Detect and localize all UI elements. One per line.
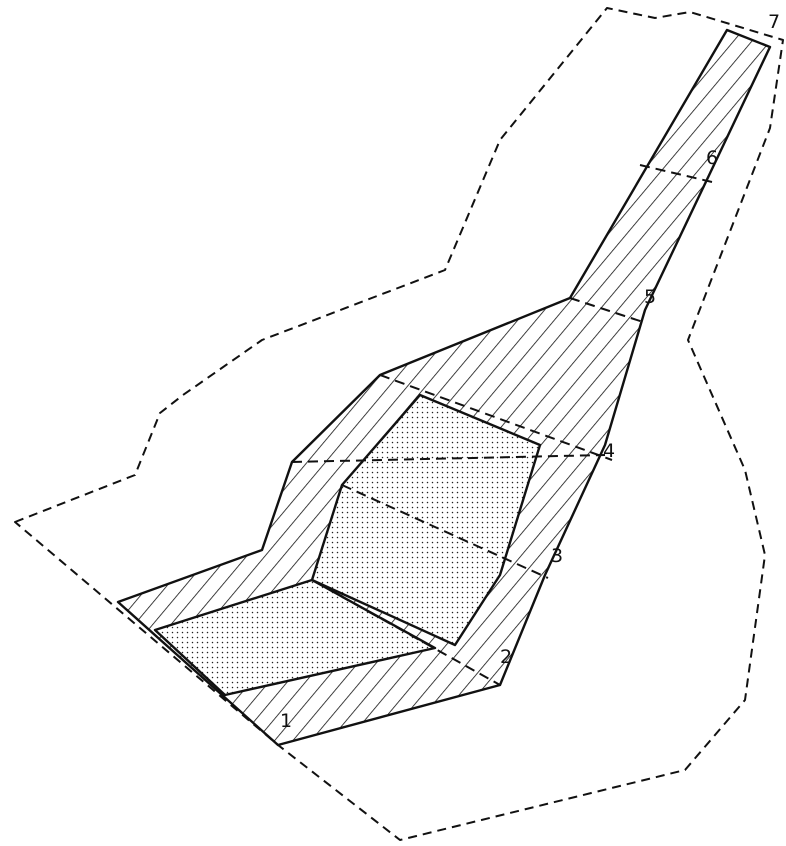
section-line-3: [341, 484, 549, 579]
dotted-zone-lower: [153, 578, 437, 697]
section-label-1: 1: [280, 710, 292, 732]
section-line-5: [569, 297, 644, 323]
section-label-4: 4: [603, 440, 615, 462]
section-label-5: 5: [644, 286, 656, 308]
section-label-2: 2: [500, 646, 512, 668]
section-label-6: 6: [706, 147, 718, 169]
section-line-2: [311, 579, 501, 686]
section-line-6: [639, 164, 713, 183]
outer-boundary-dashed: [14, 7, 784, 841]
section-line-4b: [379, 374, 613, 461]
section-label-3: 3: [551, 545, 563, 567]
section-line-4: [291, 454, 606, 463]
section-label-7: 7: [768, 11, 780, 33]
